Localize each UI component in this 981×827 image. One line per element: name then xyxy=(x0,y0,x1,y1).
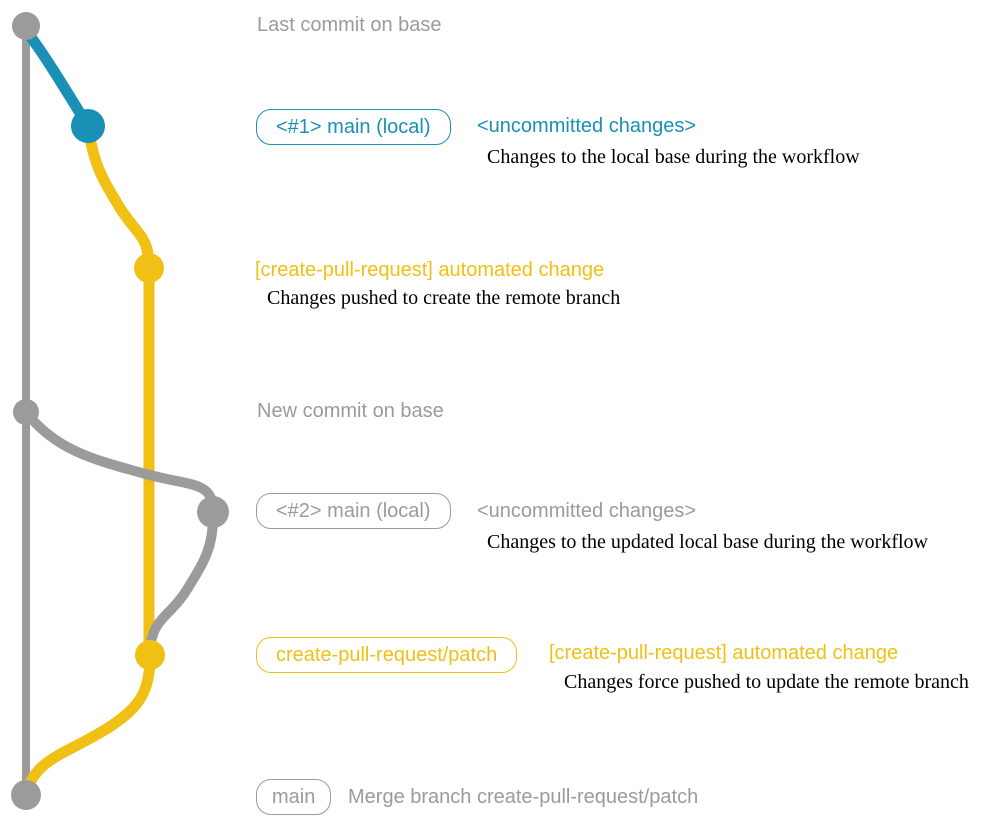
branch-badge-main-local-1: <#1> main (local) xyxy=(256,109,451,145)
commit-dot-automated-2 xyxy=(135,640,165,670)
patch-branch-line-1 xyxy=(82,120,155,274)
uncommitted-changes-caption-1: Changes to the local base during the wor… xyxy=(487,146,860,168)
branch-badge-main-local-2: <#2> main (local) xyxy=(256,493,451,529)
branch-badge-main: main xyxy=(256,779,332,815)
uncommitted-changes-title-2: <uncommitted changes> xyxy=(477,500,697,522)
uncommitted-changes-caption-2: Changes to the updated local base during… xyxy=(487,531,928,553)
branch-badge-main-text: main xyxy=(272,786,316,808)
automated-change-caption-2: Changes force pushed to update the remot… xyxy=(564,671,969,693)
local-main-branch-line-2 xyxy=(21,407,218,517)
automated-change-title-2: [create-pull-request] automated change xyxy=(549,642,899,664)
merge-branch-label: Merge branch create-pull-request/patch xyxy=(348,786,699,808)
commit-dot-new-base xyxy=(13,399,39,425)
last-commit-on-base-label: Last commit on base xyxy=(257,14,442,36)
branch-badge-patch: create-pull-request/patch xyxy=(256,637,518,673)
branch-badge-patch-text: create-pull-request/patch xyxy=(276,644,498,666)
commit-dot-uncommitted-1 xyxy=(71,109,105,143)
patch-branch-merge-line xyxy=(21,649,156,796)
commit-dot-merge xyxy=(11,780,41,810)
rebase-line xyxy=(145,507,219,660)
branch-badge-main-local-1-text: <#1> main (local) xyxy=(276,116,431,138)
commit-graph xyxy=(11,12,229,810)
uncommitted-changes-title-1: <uncommitted changes> xyxy=(477,115,697,137)
commit-dot-uncommitted-2 xyxy=(197,496,229,528)
commit-dot-automated-1 xyxy=(134,253,164,283)
branch-badge-main-local-2-text: <#2> main (local) xyxy=(276,500,431,522)
commit-dot-last-base xyxy=(12,12,40,40)
automated-change-caption-1: Changes pushed to create the remote bran… xyxy=(267,287,621,309)
new-commit-on-base-label: New commit on base xyxy=(257,400,444,422)
automated-change-title-1: [create-pull-request] automated change xyxy=(255,259,605,281)
